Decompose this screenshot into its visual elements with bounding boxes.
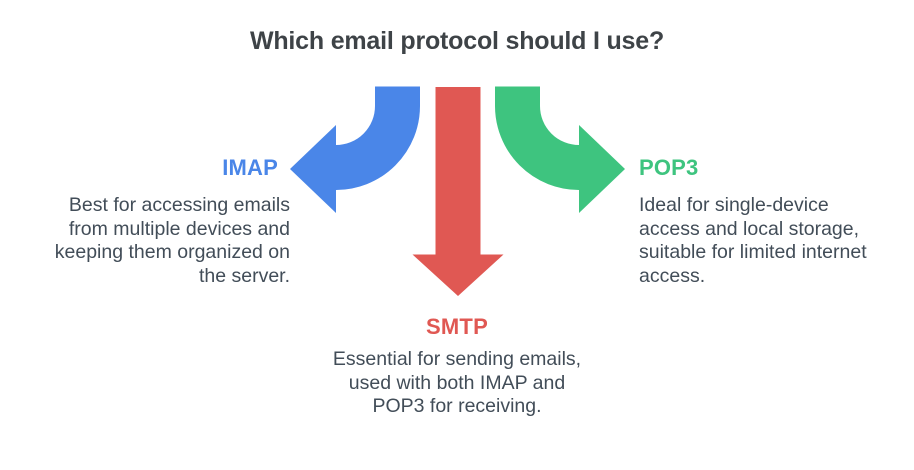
pop3-description: Ideal for single-device access and local… <box>639 194 867 287</box>
imap-arrowhead-icon <box>290 125 336 213</box>
pop3-curved-arrow <box>495 86 625 213</box>
smtp-straight-arrow <box>412 87 504 296</box>
pop3-arrow-band <box>495 86 581 190</box>
imap-curved-arrow <box>290 86 420 213</box>
imap-arrow-band <box>334 86 420 190</box>
smtp-arrow-shape <box>412 87 504 296</box>
imap-label: IMAP <box>222 155 278 180</box>
pop3-arrowhead-icon <box>579 125 625 213</box>
imap-description: Best for accessing emails from multiple … <box>54 194 290 287</box>
pop3-label: POP3 <box>639 155 699 180</box>
smtp-description: Essential for sending emails, used with … <box>332 348 582 417</box>
diagram-title: Which email protocol should I use? <box>249 27 665 55</box>
smtp-label: SMTP <box>426 314 488 339</box>
